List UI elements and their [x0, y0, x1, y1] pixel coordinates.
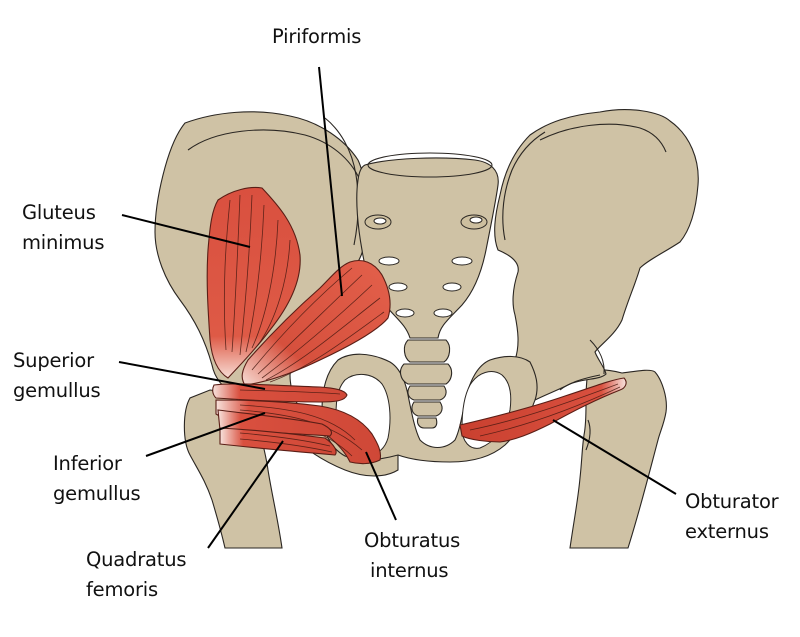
leader-superior-gemullus	[118, 361, 266, 390]
label-obturator-externus: Obturator externus	[685, 487, 779, 547]
sacral-foramina	[364, 214, 488, 318]
gluteus-minimus-muscle	[206, 186, 301, 379]
label-obturatus-internus: Obturatus internus	[364, 526, 460, 586]
label-line: internus	[370, 559, 449, 582]
leader-lines	[118, 66, 677, 549]
label-superior-gemullus: Superior gemullus	[13, 346, 101, 406]
leader-inferior-gemullus	[145, 412, 266, 457]
label-line: Obturator	[685, 490, 779, 513]
label-line: minimus	[22, 231, 105, 254]
label-line: Superior	[13, 349, 94, 372]
leader-obturatus-internus	[365, 451, 397, 521]
coccyx	[399, 339, 453, 429]
label-line: externus	[685, 520, 769, 543]
obturator-externus-muscle	[459, 377, 627, 443]
label-line: Obturatus	[364, 529, 461, 552]
piriformis-muscle	[241, 259, 391, 386]
label-quadratus-femoris: Quadratus femoris	[86, 545, 187, 605]
label-line: gemullus	[53, 482, 141, 505]
superior-gemellus-muscle	[212, 383, 348, 403]
label-line: Quadratus	[86, 548, 187, 571]
label-line: Piriformis	[272, 25, 362, 48]
leader-piriformis	[318, 66, 343, 297]
label-inferior-gemullus: Inferior gemullus	[53, 449, 141, 509]
sacrum	[356, 152, 499, 339]
leader-quadratus-femoris	[207, 440, 284, 549]
leader-gluteus-minimus	[121, 214, 251, 248]
quadratus-femoris-muscle	[219, 427, 337, 456]
label-gluteus-minimus: Gluteus minimus	[22, 198, 105, 258]
label-line: femoris	[86, 578, 158, 601]
leader-obturator-externus	[552, 419, 677, 495]
label-line: Gluteus	[22, 201, 96, 224]
right-hip-bone	[487, 109, 699, 413]
label-line: Inferior	[53, 452, 122, 475]
label-line: gemullus	[13, 379, 101, 402]
label-piriformis: Piriformis	[272, 22, 361, 52]
